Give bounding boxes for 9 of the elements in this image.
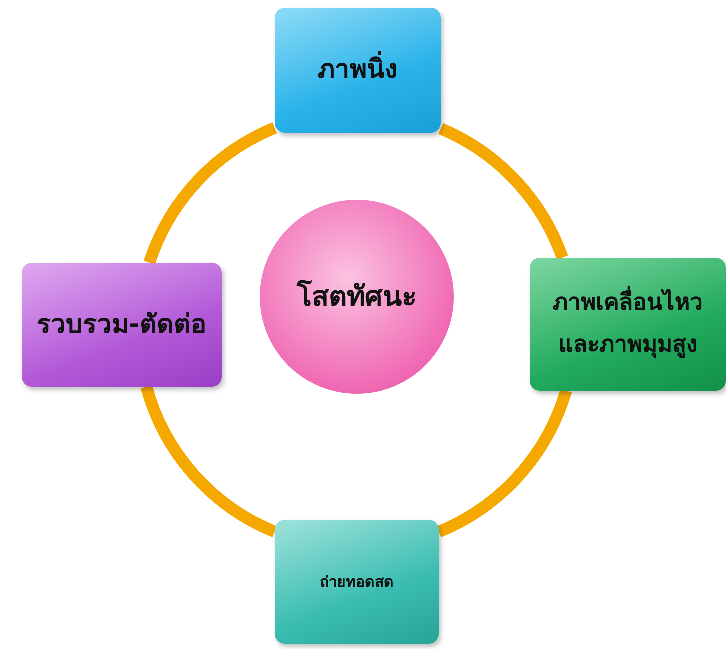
center-circle: โสตทัศนะ — [260, 200, 454, 394]
ring-arc — [140, 385, 278, 538]
topic-box: ภาพเคลื่อนไหวและภาพมุมสูง — [530, 258, 726, 391]
ring-arc — [144, 122, 278, 265]
topic-box: รวบรวม-ตัดต่อ — [22, 263, 222, 387]
ring-arc — [436, 388, 572, 538]
topic-box: ถ่ายทอดสด — [275, 520, 439, 644]
ring-arc — [438, 124, 568, 260]
topic-box: ภาพนิ่ง — [275, 8, 441, 133]
